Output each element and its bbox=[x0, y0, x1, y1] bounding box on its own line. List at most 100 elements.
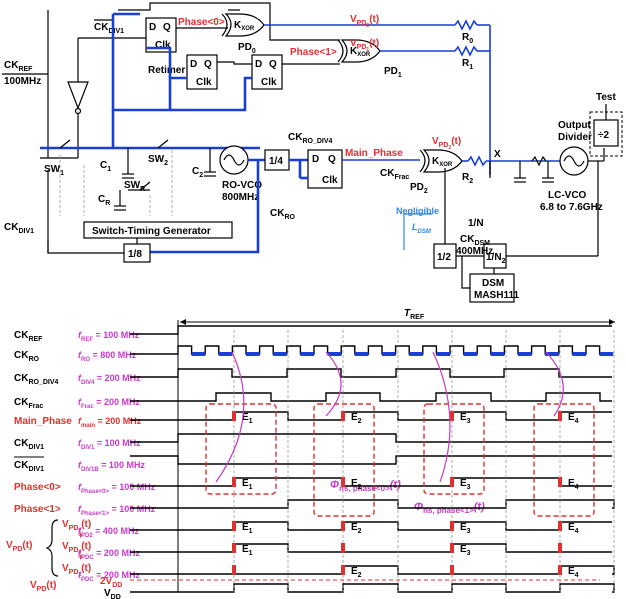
svg-text:D: D bbox=[149, 22, 156, 33]
svg-text:Q: Q bbox=[204, 59, 212, 70]
row-freq-9: fPD2 = 400 MHz bbox=[78, 526, 139, 539]
t-ref-label: TREF bbox=[404, 308, 425, 321]
phi-phase0-label: Φns, phase<0>(t) bbox=[330, 479, 401, 493]
resistor-r0 bbox=[454, 19, 478, 31]
waveform bbox=[130, 565, 615, 575]
x-node-label: X bbox=[494, 149, 501, 160]
ck-div1-label: CKDIV1 bbox=[4, 222, 34, 235]
retimer-dff-3 bbox=[251, 54, 283, 90]
row-freq-11: fPDC = 200 MHz bbox=[78, 570, 140, 583]
vpd0-label: VPD0(t) bbox=[350, 14, 379, 29]
row-label-1: CKRO bbox=[14, 350, 40, 363]
edge-label: E1 bbox=[242, 544, 253, 557]
edge-label: E4 bbox=[568, 566, 579, 579]
row-freq-7: fPhase<0> = 100 MHz bbox=[78, 482, 156, 495]
row-label-5: CKDIV1 bbox=[14, 438, 44, 451]
pd2-label: PD2 bbox=[410, 182, 428, 195]
ck-dsm-label: CKDSM bbox=[460, 234, 490, 247]
ro-vco-label: RO-VCO bbox=[222, 180, 262, 191]
svg-text:1/4: 1/4 bbox=[269, 156, 283, 167]
vpd-last-label: VPD(t) bbox=[30, 580, 56, 593]
waveform bbox=[130, 455, 612, 465]
sw1-label: SW1 bbox=[44, 164, 64, 177]
row-freq-0: fREF = 100 MHz bbox=[78, 330, 140, 343]
svg-text:R2: R2 bbox=[462, 172, 473, 185]
row-freq-3: fFrac = 200 MHz bbox=[78, 397, 140, 410]
one-over-n-label: 1/N bbox=[468, 218, 484, 229]
svg-text:KXOR: KXOR bbox=[234, 20, 255, 32]
svg-text:VPD0(t): VPD0(t) bbox=[62, 541, 91, 556]
ro-freq-label: 800MHz bbox=[222, 192, 259, 203]
swr-label: SWR bbox=[124, 180, 145, 193]
sw2-switch bbox=[157, 139, 169, 149]
test-label: Test bbox=[596, 92, 616, 103]
ck-frac-label: CKFrac bbox=[380, 168, 409, 181]
vdd-label: VDD bbox=[104, 588, 121, 599]
resistor-r2 bbox=[467, 155, 487, 167]
edge-label: E3 bbox=[460, 522, 471, 535]
svg-text:1/N2: 1/N2 bbox=[486, 252, 506, 265]
sw1-switch bbox=[59, 139, 71, 149]
retimer-label: Retimer bbox=[148, 65, 185, 76]
dsm-block bbox=[469, 273, 515, 303]
svg-text:Q: Q bbox=[163, 22, 171, 33]
dsm-freq-label: 400MHz bbox=[456, 246, 493, 257]
waveform bbox=[130, 433, 612, 443]
edge-label: E4 bbox=[568, 412, 579, 425]
circuit-diagram: CKREF 100MHz CKDIV1 D Q Clk Retimer D Q … bbox=[2, 2, 623, 303]
two-vdd-label: 2VDD bbox=[100, 576, 122, 589]
edge-label: E2 bbox=[351, 566, 362, 579]
row-freq-5: fDIV1 = 100 MHz bbox=[78, 438, 141, 451]
row-freq-6: fDIV1B = 100 MHz bbox=[78, 460, 145, 473]
pd1-label: PD1 bbox=[384, 66, 402, 79]
lc-vco-label: LC-VCO bbox=[548, 190, 587, 201]
edge-label: E1 bbox=[242, 412, 253, 425]
svg-text:LDSM: LDSM bbox=[412, 222, 432, 235]
timing-diagram: TREF VPD(t) VPD2(t) + VPD0(t) + VPD1(t) … bbox=[6, 308, 615, 599]
retimer-dff-2 bbox=[186, 54, 218, 90]
sw2-label: SW2 bbox=[148, 154, 168, 167]
svg-text:Output: Output bbox=[558, 120, 591, 131]
svg-text:Clk: Clk bbox=[155, 40, 171, 51]
svg-text:D: D bbox=[190, 59, 197, 70]
row-freq-10: fPDC = 200 MHz bbox=[78, 548, 140, 561]
svg-text:VPD1(t): VPD1(t) bbox=[62, 563, 91, 578]
phase1-label: Phase<1> bbox=[290, 47, 337, 58]
svg-text:Clk: Clk bbox=[322, 175, 338, 186]
phi-phase1-label: Φns, phase<1>(t) bbox=[414, 501, 485, 515]
c1-label: C1 bbox=[100, 160, 111, 173]
row-freq-8: fPhase<1> = 100 MHz bbox=[78, 504, 156, 517]
svg-text:R1: R1 bbox=[462, 58, 473, 71]
row-freq-4: fmain = 200 MHz bbox=[78, 416, 142, 429]
svg-text:+: + bbox=[78, 552, 83, 562]
pd0-label: PD0 bbox=[238, 42, 256, 55]
svg-text:Q: Q bbox=[269, 59, 277, 70]
svg-text:KXOR: KXOR bbox=[432, 156, 453, 168]
edge-label: E3 bbox=[460, 478, 471, 491]
svg-text:Clk: Clk bbox=[261, 77, 277, 88]
cr-label: CR bbox=[98, 194, 110, 207]
svg-text:Q: Q bbox=[328, 154, 336, 165]
waveform bbox=[130, 325, 612, 335]
svg-text:D: D bbox=[255, 59, 262, 70]
main-dff bbox=[307, 149, 343, 189]
edge-label: E2 bbox=[351, 478, 362, 491]
svg-text:R0: R0 bbox=[462, 32, 473, 45]
waveform bbox=[130, 499, 615, 509]
row-label-7: Phase<0> bbox=[14, 482, 61, 493]
vpd-group-label: VPD(t) bbox=[6, 540, 32, 553]
svg-text:÷2: ÷2 bbox=[598, 130, 609, 141]
negligible-label: Negligible bbox=[396, 206, 439, 216]
ck-ro-div4-label: CKRO_DIV4 bbox=[288, 132, 333, 145]
row-label-2: CKRO_DIV4 bbox=[14, 373, 59, 386]
svg-text:Divider: Divider bbox=[558, 132, 592, 143]
svg-text:Clk: Clk bbox=[196, 77, 212, 88]
output-divider-block bbox=[593, 119, 619, 147]
svg-text:+: + bbox=[78, 530, 83, 540]
svg-text:KXOR: KXOR bbox=[350, 46, 371, 58]
waveform bbox=[130, 368, 612, 378]
resistor-r1 bbox=[454, 45, 478, 57]
svg-text:D: D bbox=[312, 154, 319, 165]
swr-switch bbox=[139, 181, 151, 191]
